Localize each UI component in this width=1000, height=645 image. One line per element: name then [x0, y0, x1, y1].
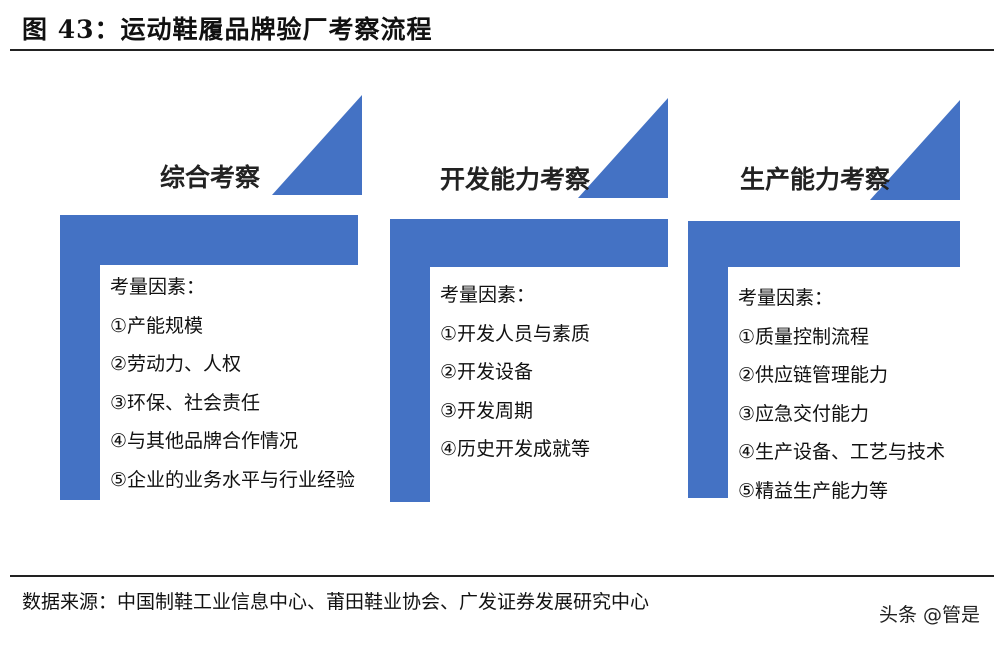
- figure-title: 图 43：运动鞋履品牌验厂考察流程: [22, 15, 433, 44]
- panel-heading: 生产能力考察: [740, 165, 891, 194]
- factors-label: 考量因素：: [110, 276, 206, 298]
- factor-item: ③开发周期: [440, 399, 534, 422]
- factor-item: ①开发人员与素质: [440, 322, 591, 345]
- source-note: 数据来源：中国制鞋工业信息中心、莆田鞋业协会、广发证券发展研究中心: [22, 591, 650, 613]
- factor-item: ①质量控制流程: [738, 325, 870, 348]
- factors-list: 考量因素： ①开发人员与素质 ②开发设备 ③开发周期 ④历史开发成就等: [440, 276, 590, 469]
- factor-item: ⑤精益生产能力等: [738, 479, 889, 502]
- factor-item: ⑤企业的业务水平与行业经验: [110, 468, 356, 491]
- factor-item: ③应急交付能力: [738, 402, 870, 425]
- bracket-top-bar: [688, 221, 960, 267]
- bottom-divider: [10, 575, 994, 577]
- factors-list: 考量因素： ①质量控制流程 ②供应链管理能力 ③应急交付能力 ④生产设备、工艺与…: [738, 279, 945, 510]
- factor-item: ④生产设备、工艺与技术: [738, 441, 946, 463]
- bracket-top-bar: [390, 219, 668, 267]
- factor-item: ④历史开发成就等: [440, 438, 591, 460]
- factors-label: 考量因素：: [738, 287, 834, 309]
- factors-list: 考量因素： ①产能规模 ②劳动力、人权 ③环保、社会责任 ④与其他品牌合作情况 …: [110, 268, 355, 499]
- factor-item: ②劳动力、人权: [110, 353, 242, 375]
- factor-item: ①产能规模: [110, 314, 204, 337]
- factors-label: 考量因素：: [440, 284, 536, 306]
- corner-triangle: [272, 95, 362, 195]
- panel-heading: 开发能力考察: [440, 165, 591, 194]
- bracket-top-bar: [60, 215, 358, 265]
- panel-heading: 综合考察: [160, 163, 261, 192]
- bracket-side-bar: [688, 221, 728, 498]
- factor-item: ②供应链管理能力: [738, 364, 889, 386]
- bracket-side-bar: [60, 215, 100, 500]
- corner-triangle: [870, 100, 960, 200]
- top-divider: [10, 49, 994, 51]
- bracket-side-bar: [390, 219, 430, 502]
- factor-item: ②开发设备: [440, 361, 534, 383]
- watermark: 头条 @管是: [878, 604, 980, 626]
- corner-triangle: [578, 98, 668, 198]
- factor-item: ③环保、社会责任: [110, 391, 261, 414]
- factor-item: ④与其他品牌合作情况: [110, 430, 299, 452]
